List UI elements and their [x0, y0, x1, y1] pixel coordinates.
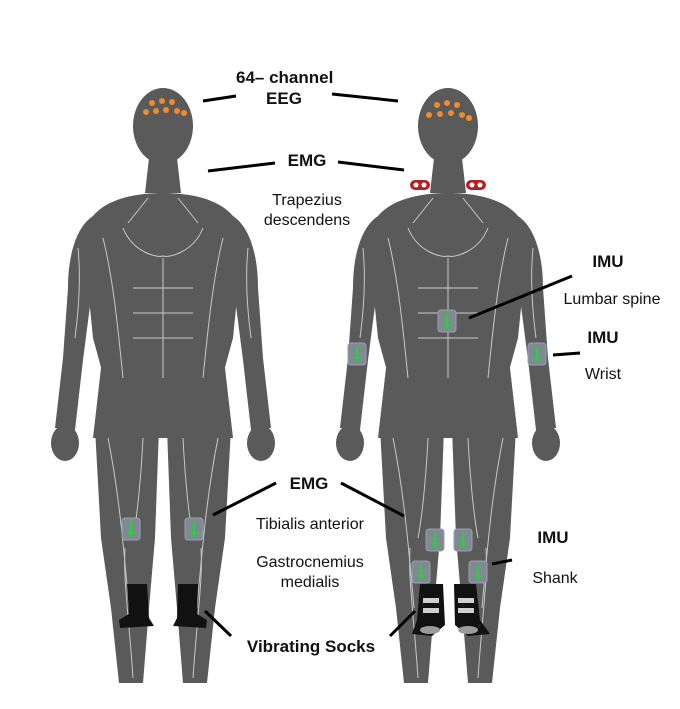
vibrating-socks-label: Vibrating Socks	[246, 637, 376, 656]
emg-bottom-label: EMG	[289, 474, 329, 493]
emg-tibialis-right-sensor	[183, 516, 205, 542]
imu-wrist-left-sensor	[346, 341, 368, 367]
imu-wrist-right-sensor	[526, 341, 548, 367]
socks-back	[412, 584, 490, 636]
emg-trapezius-electrodes	[410, 180, 486, 190]
emg-gastro-left-sensor	[424, 527, 446, 553]
shank-label: Shank	[532, 570, 578, 587]
imu-shank-label: IMU	[537, 528, 569, 547]
gastrocnemius-label-line2: medialis	[280, 574, 340, 591]
trapezius-label-line1: Trapezius	[272, 192, 342, 209]
imu-shank-right-sensor	[467, 559, 489, 585]
gastrocnemius-label: Gastrocnemius medialis	[232, 553, 388, 593]
emg-top-label: EMG	[287, 151, 327, 170]
eeg-label-line2: EEG	[266, 89, 302, 109]
emg-tibialis-left-sensor	[120, 516, 142, 542]
eeg-electrodes-front	[143, 98, 187, 116]
eeg-electrodes-back	[426, 100, 472, 121]
imu-lumbar-label: IMU	[592, 252, 624, 271]
front-body	[51, 88, 275, 683]
leader-lines	[202, 92, 581, 638]
wrist-label: Wrist	[584, 366, 622, 383]
eeg-label-line1: 64– channel	[236, 68, 334, 87]
back-body	[336, 88, 560, 683]
lumbar-spine-label: Lumbar spine	[563, 291, 661, 308]
imu-lumbar-sensor	[436, 308, 458, 334]
trapezius-label: Trapezius descendens	[246, 191, 368, 231]
imu-shank-left-sensor	[410, 559, 432, 585]
eeg-label: 64– channel EEG	[236, 67, 334, 110]
trapezius-label-line2: descendens	[263, 212, 351, 229]
socks-front	[119, 584, 207, 628]
gastrocnemius-label-line1: Gastrocnemius	[256, 554, 364, 571]
imu-wrist-label: IMU	[587, 328, 619, 347]
emg-gastro-right-sensor	[452, 527, 474, 553]
tibialis-label: Tibialis anterior	[256, 516, 364, 533]
